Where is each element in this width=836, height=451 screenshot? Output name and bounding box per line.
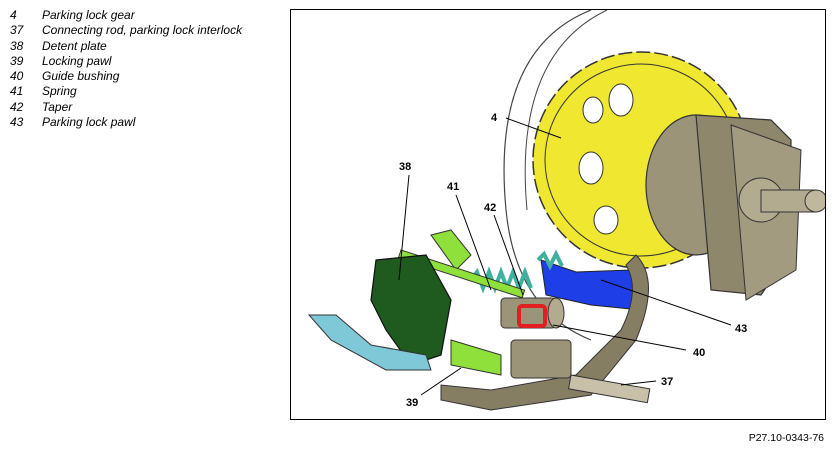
legend-number: 42 (10, 99, 24, 114)
legend-label: Taper (42, 99, 73, 114)
diagram-drawing: 4 38 41 42 43 40 37 39 (307, 10, 825, 411)
interlock-rod (510, 339, 651, 404)
legend-number: 41 (10, 84, 24, 99)
leader-line-39 (420, 367, 462, 396)
legend-label: Guide bushing (42, 69, 120, 84)
callout-38: 38 (399, 161, 411, 173)
legend-number: 39 (10, 53, 24, 68)
leader-line-41 (455, 194, 492, 291)
legend-label: Detent plate (42, 38, 107, 53)
connecting-rod (397, 229, 526, 376)
interlock-arm (440, 254, 649, 411)
diagram-figure: 4 38 41 42 43 40 37 39 (290, 9, 826, 420)
legend-label: Parking lock gear (42, 8, 135, 22)
callout-39: 39 (406, 397, 418, 409)
legend-number: 4 (10, 8, 17, 22)
callout-43: 43 (735, 323, 747, 335)
leader-line-40 (552, 324, 687, 351)
legend-number: 37 (10, 23, 24, 38)
legend-row-41: 41 Spring (10, 84, 242, 99)
legend-label: Parking lock pawl (42, 115, 136, 130)
legend-number: 43 (10, 115, 24, 130)
legend-row-39: 39 Locking pawl (10, 54, 242, 69)
leader-line-4 (505, 117, 562, 139)
housing-outline-inner (524, 10, 608, 211)
legend: 4 Parking lock gear 37 Connecting rod, p… (10, 8, 242, 130)
taper (517, 304, 547, 328)
callout-37: 37 (661, 376, 673, 388)
legend-number: 40 (10, 69, 24, 84)
guide-bushing (500, 297, 565, 329)
legend-row-38: 38 Detent plate (10, 39, 242, 54)
legend-label: Connecting rod, parking lock interlock (42, 23, 243, 38)
output-shaft-hub (645, 114, 825, 301)
legend-row-4: 4 Parking lock gear (10, 8, 242, 23)
figure-reference: P27.10-0343-76 (748, 432, 824, 444)
leader-line-38 (398, 174, 410, 281)
legend-row-37: 37 Connecting rod, parking lock interloc… (10, 23, 242, 38)
selector-lever (307, 314, 432, 371)
callout-41: 41 (447, 181, 459, 193)
callout-4: 4 (491, 112, 498, 124)
leader-line-42 (493, 214, 524, 296)
legend-row-42: 42 Taper (10, 100, 242, 115)
legend-label: Locking pawl (42, 53, 112, 68)
leader-line-43 (600, 279, 732, 326)
callout-42: 42 (484, 202, 496, 214)
legend-number: 38 (10, 38, 24, 53)
leader-line-37 (620, 380, 657, 386)
legend-label: Spring (42, 84, 77, 99)
legend-row-40: 40 Guide bushing (10, 69, 242, 84)
legend-row-43: 43 Parking lock pawl (10, 115, 242, 130)
callout-40: 40 (693, 347, 705, 359)
